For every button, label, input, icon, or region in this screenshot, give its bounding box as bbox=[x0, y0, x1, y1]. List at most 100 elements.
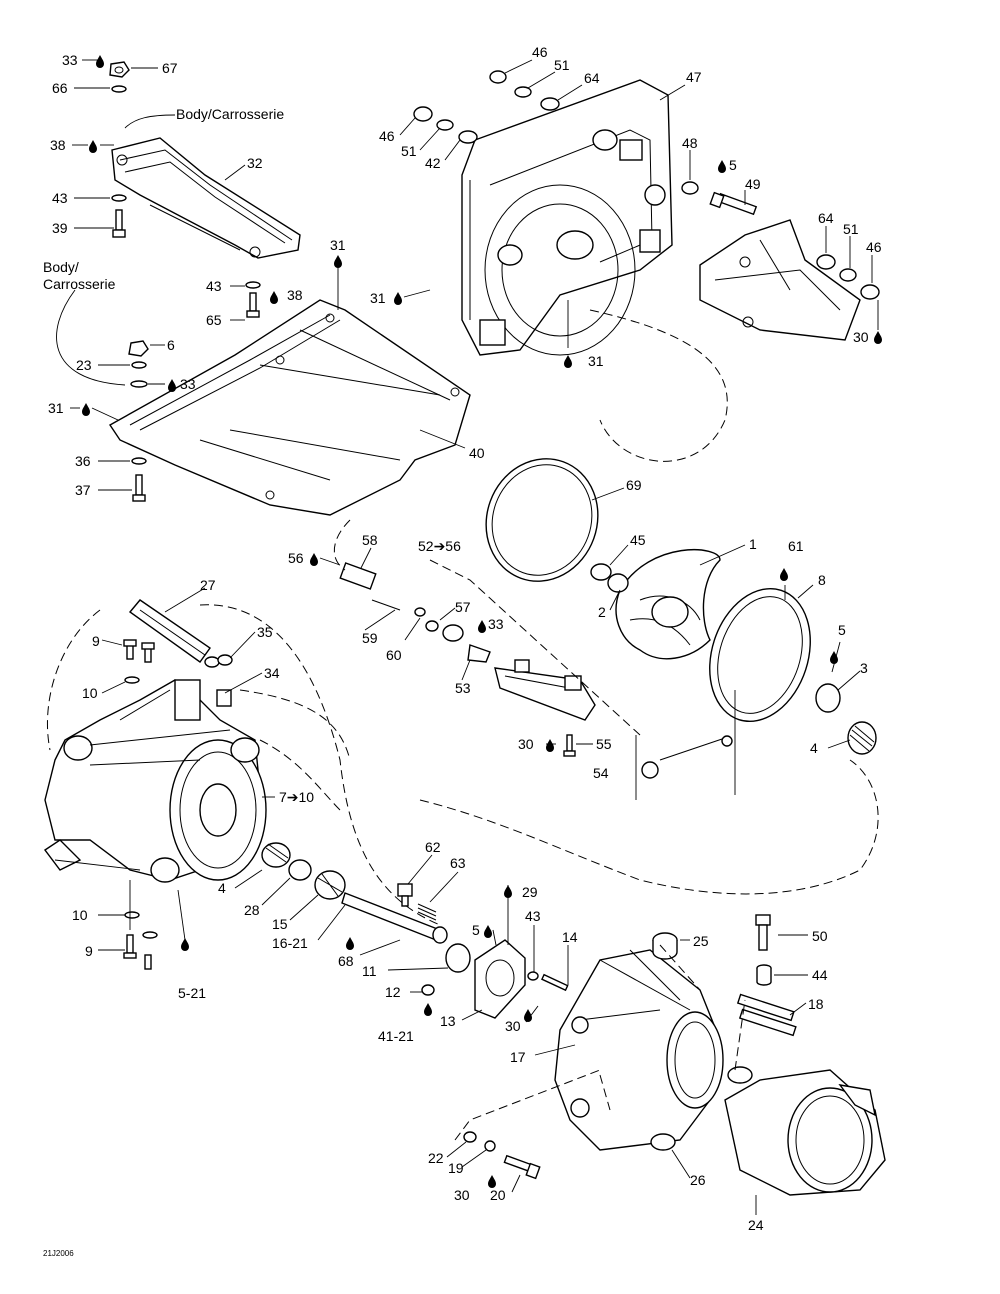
sealant-drop-icon bbox=[334, 255, 342, 268]
washer-66-part bbox=[111, 85, 127, 93]
callout-18: 18 bbox=[808, 996, 824, 1012]
callout-17: 17 bbox=[510, 1049, 526, 1065]
washer-36-part bbox=[131, 457, 147, 465]
callout-13: 13 bbox=[440, 1013, 456, 1029]
callout-46: 46 bbox=[866, 239, 882, 255]
callout-30: 30 bbox=[853, 329, 869, 345]
callout-31: 31 bbox=[370, 290, 386, 306]
figure-code: 21J2006 bbox=[43, 1249, 74, 1258]
callout-68: 68 bbox=[338, 953, 354, 969]
screw-9-part bbox=[123, 934, 152, 970]
nut-46-part bbox=[860, 284, 880, 300]
sealant-drop-icon bbox=[424, 1003, 432, 1016]
callout-55: 55 bbox=[596, 736, 612, 752]
callout-49: 49 bbox=[745, 176, 761, 192]
callout-34: 34 bbox=[264, 665, 280, 681]
rod-59-part bbox=[371, 599, 401, 611]
washer-64-part bbox=[540, 97, 560, 111]
wear-ring-part bbox=[709, 587, 811, 723]
callout-26: 26 bbox=[690, 1172, 706, 1188]
actuator-54-part bbox=[494, 659, 596, 721]
seal-3-part bbox=[815, 683, 841, 713]
callout-30: 30 bbox=[518, 736, 534, 752]
callout-58: 58 bbox=[362, 532, 378, 548]
bushing-34-part bbox=[216, 689, 232, 707]
washer-28-part bbox=[288, 859, 312, 881]
callout-43: 43 bbox=[206, 278, 222, 294]
callout-48: 48 bbox=[682, 135, 698, 151]
callout-10: 10 bbox=[82, 685, 98, 701]
nut-6-part bbox=[128, 340, 149, 357]
callout-43: 43 bbox=[525, 908, 541, 924]
callout-41-21: 41-21 bbox=[378, 1028, 414, 1044]
callout-60: 60 bbox=[386, 647, 402, 663]
callout-31: 31 bbox=[48, 400, 64, 416]
small-link-part bbox=[641, 735, 733, 779]
callout-33: 33 bbox=[180, 376, 196, 392]
callout-22: 22 bbox=[428, 1150, 444, 1166]
callout-20: 20 bbox=[490, 1187, 506, 1203]
callout-31: 31 bbox=[588, 353, 604, 369]
washer-10-part bbox=[124, 911, 140, 919]
callout-10: 10 bbox=[72, 907, 88, 923]
screw-65-part bbox=[246, 292, 260, 318]
stud-49-part bbox=[709, 191, 758, 216]
fitting-58-part bbox=[339, 562, 377, 590]
o-ring-11-part bbox=[445, 943, 471, 973]
callout-15: 15 bbox=[272, 916, 288, 932]
sealant-drop-icon bbox=[874, 331, 882, 344]
washer-64-part bbox=[816, 254, 836, 270]
cap-25-part bbox=[652, 932, 678, 960]
sealant-drop-icon bbox=[394, 292, 402, 305]
callout-61: 61 bbox=[788, 538, 804, 554]
washer-part bbox=[130, 380, 148, 388]
callout-38: 38 bbox=[50, 137, 66, 153]
bolt-62-part bbox=[397, 883, 413, 907]
callout-37: 37 bbox=[75, 482, 91, 498]
washer-42-part bbox=[458, 130, 478, 144]
callout-2: 2 bbox=[598, 604, 606, 620]
shaft-coupling-4-part bbox=[847, 721, 877, 755]
callout-31: 31 bbox=[330, 237, 346, 253]
screw-9-part bbox=[123, 639, 155, 663]
sealant-drop-icon bbox=[346, 937, 354, 950]
sealant-drop-icon bbox=[310, 553, 318, 566]
nut-67-part bbox=[109, 61, 130, 78]
callout-54: 54 bbox=[593, 765, 609, 781]
leader-lines bbox=[54, 59, 879, 1215]
callout-3: 3 bbox=[860, 660, 868, 676]
sealant-drop-icon bbox=[181, 938, 189, 951]
callout-40: 40 bbox=[469, 445, 485, 461]
callout-29: 29 bbox=[522, 884, 538, 900]
fitting-57-part bbox=[414, 607, 491, 663]
callout-39: 39 bbox=[52, 220, 68, 236]
assembly-dashed-lines bbox=[46, 309, 879, 1141]
pump-support-housing-part bbox=[461, 79, 673, 356]
callout-38: 38 bbox=[287, 287, 303, 303]
callout-51: 51 bbox=[401, 143, 417, 159]
spring-63-part bbox=[417, 903, 437, 921]
washer-19-part bbox=[484, 1140, 496, 1152]
sealant-drop-icon bbox=[270, 291, 278, 304]
washer-22-part bbox=[463, 1131, 477, 1143]
sealant-drop-icon bbox=[168, 379, 176, 392]
callout-8: 8 bbox=[818, 572, 826, 588]
steering-tube-part bbox=[128, 599, 211, 663]
nut-46-part bbox=[413, 106, 433, 122]
sealant-drop-icon bbox=[780, 568, 788, 581]
callout-33: 33 bbox=[488, 616, 504, 632]
callout-16-21: 16-21 bbox=[272, 935, 308, 951]
callout-19: 19 bbox=[448, 1160, 464, 1176]
callout-64: 64 bbox=[818, 210, 834, 226]
callout-46: 46 bbox=[532, 44, 548, 60]
screw-37-part bbox=[132, 474, 146, 502]
callout-6: 6 bbox=[167, 337, 175, 353]
drive-shaft-68-part bbox=[341, 892, 448, 944]
callout-64: 64 bbox=[584, 70, 600, 86]
o-ring-35-part bbox=[217, 654, 233, 666]
callout-30: 30 bbox=[505, 1018, 521, 1034]
label-carrosserie: Carrosserie bbox=[43, 276, 116, 292]
washer-51-part bbox=[514, 86, 532, 98]
sealant-drop-icon bbox=[89, 140, 97, 153]
sealant-drop-icon bbox=[478, 620, 486, 633]
